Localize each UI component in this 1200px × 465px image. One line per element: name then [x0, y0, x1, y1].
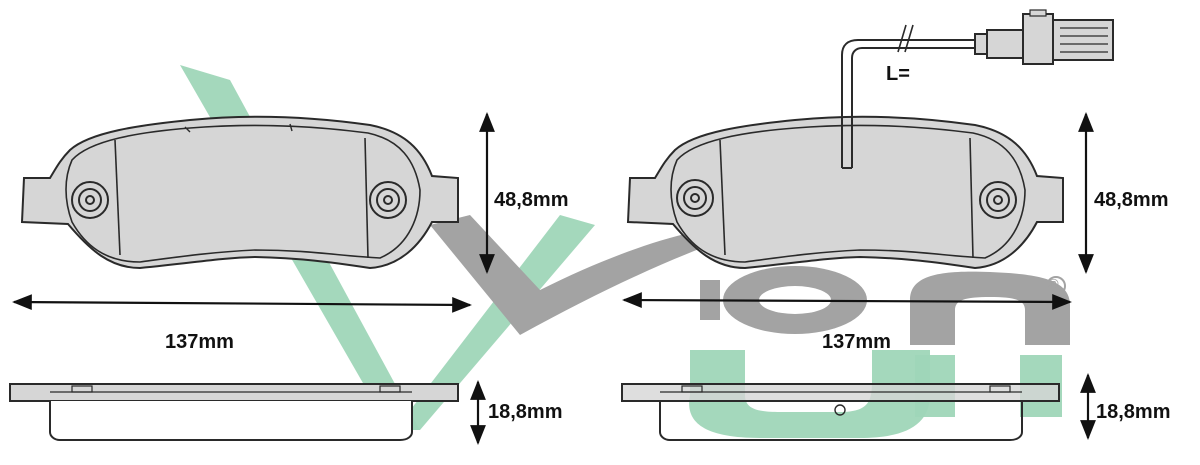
- right-pad-side-view: [621, 383, 1060, 441]
- wear-sensor-wire: [841, 39, 975, 168]
- left-pad-side-friction: [49, 401, 413, 441]
- wire-break-mark-2: [904, 24, 914, 53]
- right-pad-thickness-label: 18,8mm: [1096, 401, 1171, 423]
- right-pad-height-label: 48,8mm: [1094, 189, 1169, 211]
- sensor-hole: [834, 404, 846, 416]
- left-pad-slot-right: [364, 137, 369, 259]
- right-pad-side-friction: [659, 401, 1023, 441]
- right-pad-front-view: [626, 9, 1114, 270]
- right-pad-rivet-right: [979, 181, 1017, 219]
- left-pad-friction-outline: [65, 124, 421, 263]
- left-pad-width-dimension: [12, 294, 472, 313]
- left-pad-front-view: [20, 115, 459, 270]
- right-pad-width-label: 137mm: [822, 331, 891, 353]
- left-pad-backing-plate: [20, 115, 459, 270]
- wear-sensor-connector: [974, 9, 1114, 65]
- right-pad-width-dimension: [622, 292, 1072, 310]
- right-pad-friction-outline: [670, 124, 1026, 263]
- left-pad-rivet-right: [369, 181, 407, 219]
- left-pad-thickness-label: 18,8mm: [488, 401, 563, 423]
- left-pad-slot-left: [114, 139, 121, 256]
- logo-gray-swoosh: [430, 215, 770, 335]
- left-pad-side-view: [9, 383, 459, 441]
- logo-letter-n: [910, 271, 1070, 345]
- wire-break-mark-1: [897, 24, 907, 53]
- wire-length-label: L=: [886, 63, 910, 85]
- left-pad-width-label: 137mm: [165, 331, 234, 353]
- registered-mark: ®: [1049, 276, 1059, 291]
- logo-letter-g-tail: [689, 350, 930, 438]
- logo-v-green-right: [395, 215, 595, 430]
- right-pad-backing-plate: [626, 115, 1064, 270]
- right-pad-rivet-left: [676, 179, 714, 217]
- left-pad-rivet-left: [71, 181, 109, 219]
- left-pad-height-label: 48,8mm: [494, 189, 569, 211]
